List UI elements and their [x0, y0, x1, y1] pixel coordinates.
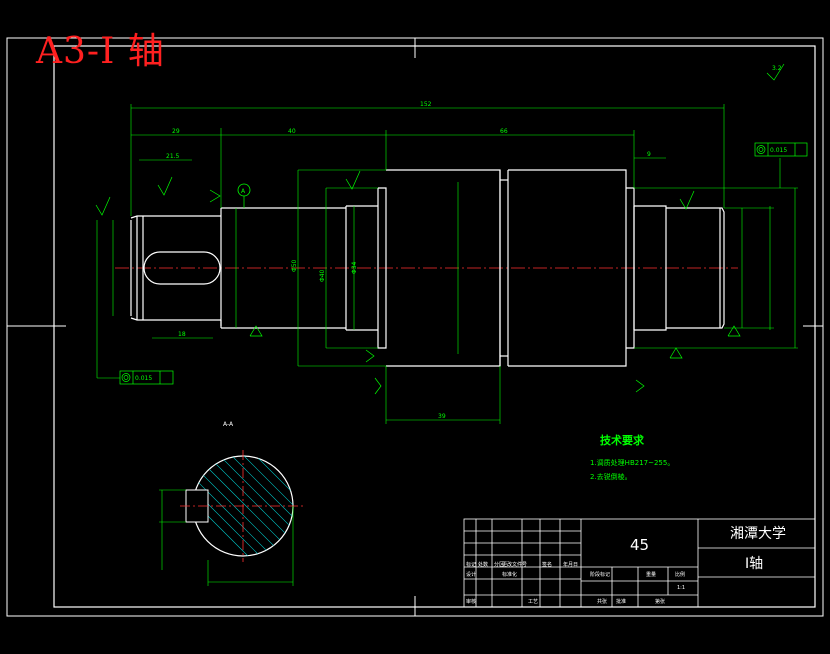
dim-dia-shoulder: Φ50 [291, 259, 298, 272]
tb-label-2: 分区 [494, 562, 505, 568]
centering-marks [7, 38, 823, 616]
dim-key-offset: 21.5 [166, 153, 180, 160]
tb-label-12: 工艺 [528, 599, 539, 605]
tb-label-4: 签名 [542, 562, 553, 568]
tech-req-line-1: 1.调质处理HB217~255。 [590, 459, 675, 467]
sheet-title: A3-I 轴 [36, 31, 165, 72]
dim-overall-length: 152 [420, 101, 432, 108]
title-block-school: 湘潭大学 [730, 526, 786, 542]
tb-label-14: 共张 [597, 599, 608, 605]
dim-seal-len: 40 [288, 128, 296, 135]
tb-label-8: 阶段标记 [590, 572, 611, 578]
tb-label-10: 比例 [675, 572, 686, 578]
dim-middle-len: 66 [500, 128, 508, 135]
roughness-symbols [95, 63, 785, 395]
dimension-lines [96, 104, 798, 424]
dim-dia-seal: Φ34 [351, 261, 358, 274]
tb-label-11: 审核 [466, 599, 477, 605]
dim-right-shoulder: 9 [647, 151, 651, 158]
gtol-frame-top [754, 142, 808, 157]
datum-a-label: A [241, 188, 246, 195]
dim-roughness-top: 3.2 [772, 65, 782, 72]
datum-a-marker: A [237, 183, 251, 208]
title-block-scale: 1:1 [677, 585, 686, 591]
tech-req-title: 技术要求 [600, 434, 644, 447]
tb-label-0: 标记 [466, 562, 477, 568]
dim-left-span: 29 [172, 128, 180, 135]
dim-gtol-top: 0.015 [770, 147, 787, 154]
tb-label-15: 第张 [655, 599, 666, 605]
dim-gtol-left: 0.015 [135, 375, 152, 382]
tech-req-line-2: 2.去锐倒棱。 [590, 473, 632, 481]
tb-label-3: 更改文件号 [502, 562, 528, 568]
tb-label-13: 批准 [616, 599, 627, 605]
tb-label-7: 标准化 [502, 572, 518, 578]
section-label: A-A [223, 421, 234, 428]
gtol-frame-left [119, 370, 174, 385]
shaft-outline [130, 169, 725, 367]
tb-label-5: 年月日 [563, 562, 579, 568]
tb-label-1: 处数 [478, 562, 489, 568]
dim-dia-bearing: Φ40 [319, 269, 326, 282]
title-block-part-name: I轴 [745, 556, 764, 572]
tb-label-6: 设计 [466, 572, 477, 578]
dim-key-len: 18 [178, 331, 186, 338]
dimension-texts: 152 29 40 66 9 21.5 18 39 0.015 0.015 3.… [135, 65, 787, 420]
tb-label-9: 重量 [646, 572, 657, 578]
title-block-material: 45 [630, 536, 650, 554]
dim-collar-width: 39 [438, 413, 446, 420]
